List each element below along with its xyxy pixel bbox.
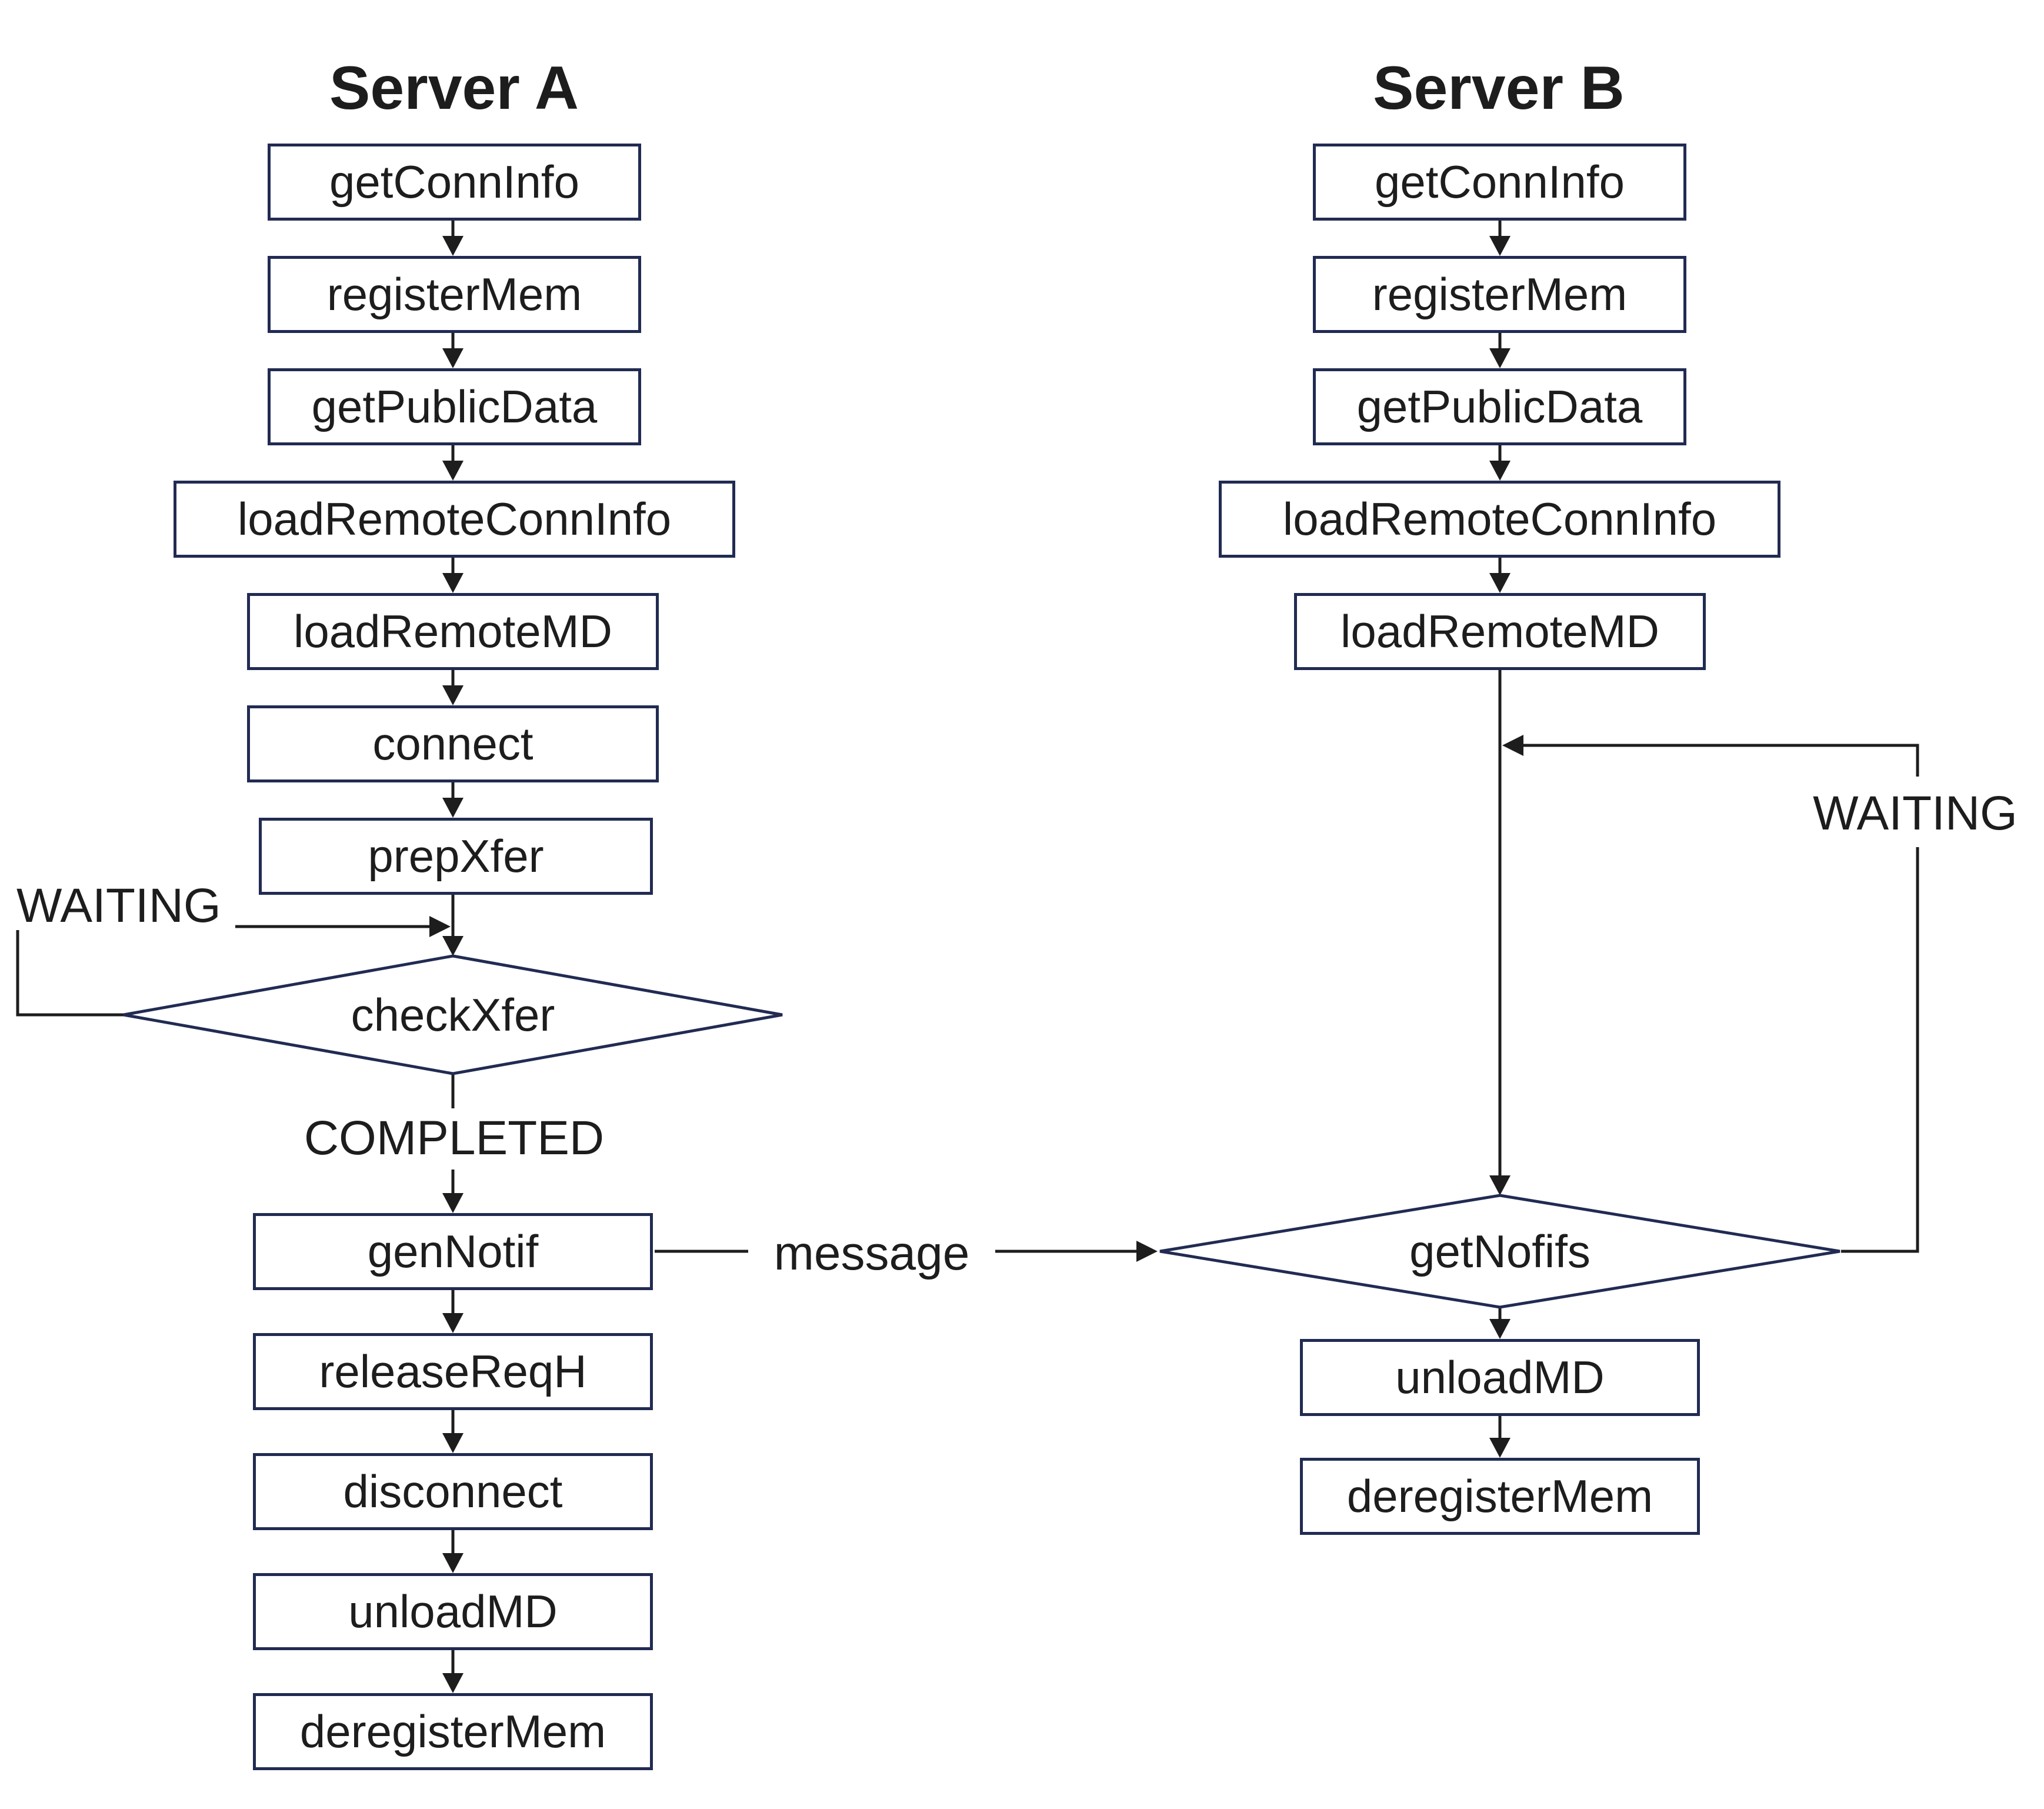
server-a-step-unloadmd: unloadMD [253,1573,653,1650]
server-b-step-loadremoteconninfo: loadRemoteConnInfo [1219,481,1780,558]
server-b-step-getconninfo: getConnInfo [1313,144,1686,221]
server-b-post-arrows [1489,1307,1511,1458]
server-a-step-releasereqh: releaseReqH [253,1333,653,1410]
server-a-title: Server A [329,54,579,122]
server-a-step-loadremoteconninfo: loadRemoteConnInfo [174,481,735,558]
server-b-step-deregistermem: deregisterMem [1300,1458,1700,1535]
checkxfer-diamond [123,954,783,1075]
server-a-step-arrows [442,221,464,956]
message-edge-label: message [748,1227,995,1280]
server-b-step-unloadmd: unloadMD [1300,1339,1700,1416]
server-a-step-connect: connect [247,705,659,782]
getnofifs-diamond [1159,1194,1840,1309]
server-b-step-loadremotemd: loadRemoteMD [1294,593,1706,670]
server-b-title: Server B [1373,54,1625,122]
server-a-step-disconnect: disconnect [253,1453,653,1530]
server-a-step-registermem: registerMem [268,256,641,333]
server-b-step-getpublicdata: getPublicData [1313,368,1686,445]
server-a-waiting-loop [16,916,451,1017]
server-a-completed-label: COMPLETED [304,1111,605,1165]
server-a-step-prepxfer: prepXfer [259,818,653,895]
server-a-step-deregistermem: deregisterMem [253,1693,653,1770]
server-a-step-loadremotemd: loadRemoteMD [247,593,659,670]
server-a-step-getpublicdata: getPublicData [268,368,641,445]
server-a-completed-arrow [442,1074,464,1213]
server-b-step-registermem: registerMem [1313,256,1686,333]
server-b-waiting-loop [1502,735,1919,1253]
getnofifs-diamond-label: getNofifs [1409,1225,1590,1277]
server-b-step-arrows [1489,221,1511,1195]
server-a-waiting-label: WAITING [16,879,221,932]
server-b-waiting-label: WAITING [1792,787,2039,840]
checkxfer-diamond-label: checkXfer [351,988,555,1041]
server-a-step-gennotif: genNotif [253,1213,653,1290]
server-a-post-arrows [442,1290,464,1693]
server-a-step-getconninfo: getConnInfo [268,144,641,221]
